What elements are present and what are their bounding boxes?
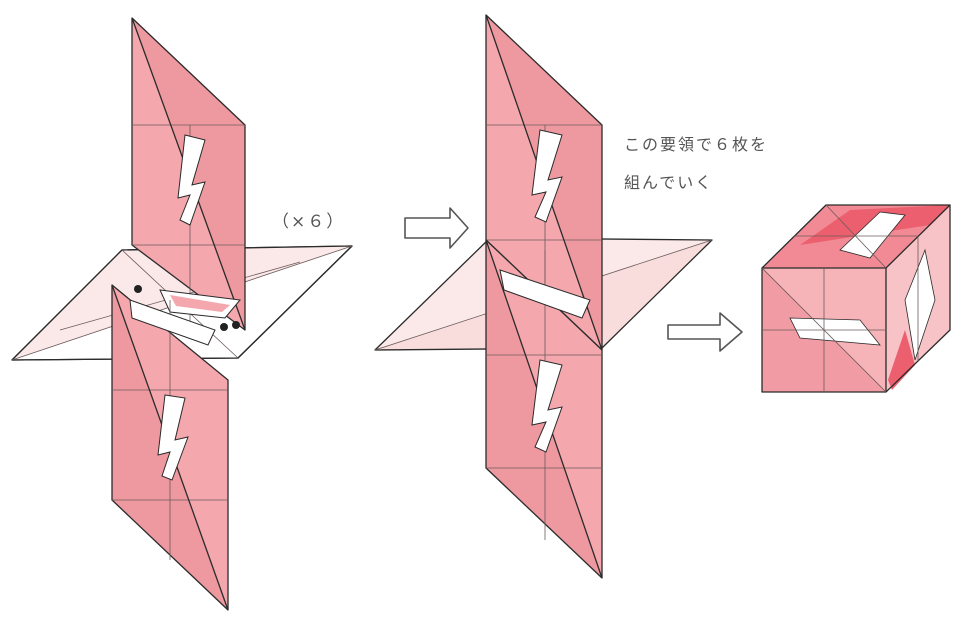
assembled-cube [761,204,951,393]
left-bottom-unit [111,284,229,611]
marker-dot [220,323,228,331]
count-label: （×６） [272,212,346,232]
right-arrow-icon [667,312,743,352]
right-arrow-icon [404,207,469,249]
left-assembly [11,17,353,611]
instruction-line-1: この要領で６枚を [624,135,769,154]
middle-bottom-unit [485,239,603,579]
left-top-unit [131,17,246,331]
instruction-line-2: 組んでいく [624,173,714,192]
middle-assembly [374,14,713,579]
marker-dot [232,321,240,329]
marker-dot [134,285,142,293]
